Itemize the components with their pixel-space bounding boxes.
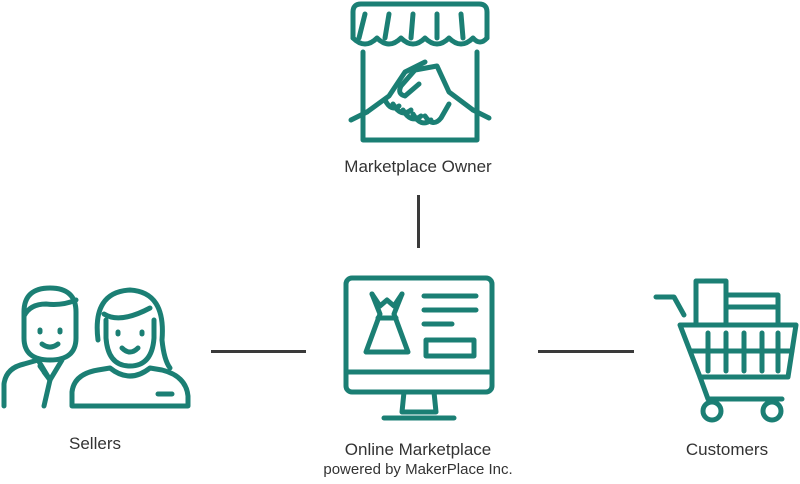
sellers-label: Sellers	[69, 434, 121, 453]
storefront-handshake-icon	[348, 1, 492, 143]
connector-marketplace-customers	[538, 350, 634, 353]
connector-sellers-marketplace	[211, 350, 306, 353]
customers-label: Customers	[685, 440, 769, 459]
connector-owner-marketplace	[417, 195, 420, 248]
marketplace-label: Online Marketplace	[344, 440, 492, 459]
monitor-shop-icon	[343, 275, 495, 421]
owner-label: Marketplace Owner	[344, 157, 492, 176]
marketplace-sublabel: powered by MakerPlace Inc.	[323, 461, 513, 478]
people-icon	[1, 285, 191, 409]
shopping-cart-icon	[653, 278, 799, 423]
